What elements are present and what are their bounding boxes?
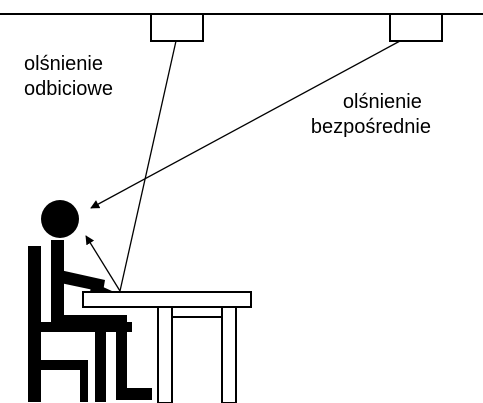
person-head (41, 200, 79, 238)
desk (82, 291, 252, 403)
reflected-glare-label-line-2: odbiciowe (24, 78, 113, 100)
reflected-glare-label: olśnienie odbiciowe (24, 52, 113, 102)
luminaire-left (150, 13, 204, 42)
seated-person (41, 200, 152, 400)
reflected-glare-incident-ray (119, 40, 177, 292)
direct-glare-label-line-2: bezpośrednie (310, 116, 431, 138)
direct-glare-label-line-1: olśnienie (342, 91, 422, 113)
desk-leg-left (157, 306, 173, 403)
reflected-glare-reflected-ray (85, 235, 121, 292)
reflected-glare-label-line-1: olśnienie (24, 53, 103, 75)
chair (28, 246, 132, 402)
luminaire-right (389, 13, 443, 42)
desk-leg-right (221, 306, 237, 403)
direct-glare-label: olśnienie bezpośrednie (311, 90, 431, 140)
direct-glare-ray (90, 40, 401, 209)
desk-top (82, 291, 252, 308)
